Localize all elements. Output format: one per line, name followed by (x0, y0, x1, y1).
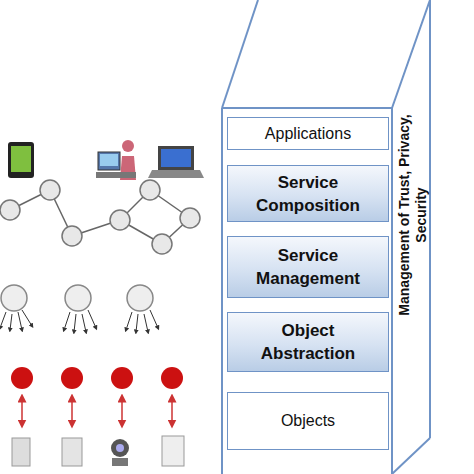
laptop-icon (148, 146, 204, 178)
layer-label: Service Composition (228, 171, 388, 217)
phone-icon (8, 142, 34, 178)
physical-objects (12, 436, 184, 466)
red-double-arrows (22, 398, 172, 424)
service-circles (0, 285, 158, 332)
service-management-layer: Service Management (227, 236, 389, 298)
layer-label: Applications (265, 124, 351, 144)
person-computer-icon (96, 140, 136, 180)
management-side-panel: Management of Trust, Privacy, Security (394, 70, 432, 360)
object-abstraction-layer: Object Abstraction (227, 312, 389, 372)
layer-label: Objects (281, 411, 335, 431)
box-outline (222, 0, 430, 474)
layer-label: Management of Trust, Privacy, Security (396, 100, 430, 330)
red-dots (11, 367, 183, 389)
application-layer: Applications (227, 117, 389, 150)
network-nodes (0, 180, 200, 254)
service-composition-layer: Service Composition (227, 165, 389, 222)
layer-label: Service Management (228, 244, 388, 290)
objects-layer: Objects (227, 392, 389, 450)
layer-label: Object Abstraction (228, 319, 388, 365)
